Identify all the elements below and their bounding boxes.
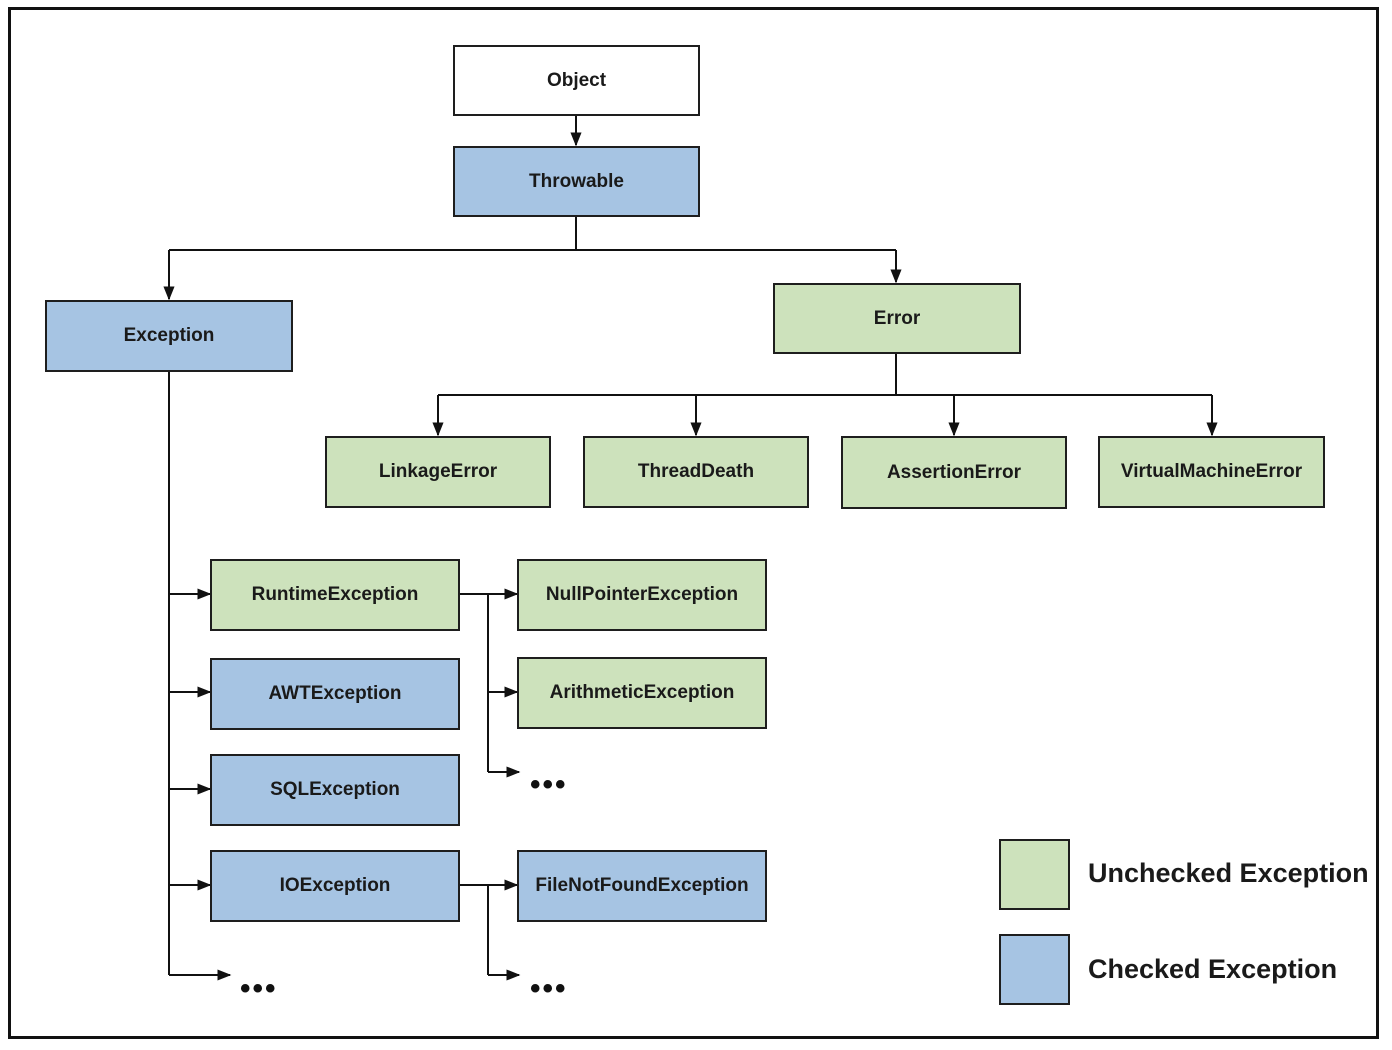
runtime-more-ellipsis: ••• <box>530 768 568 801</box>
node-exception: Exception <box>45 300 293 372</box>
legend-unchecked-label: Unchecked Exception <box>1088 858 1369 888</box>
node-assertion-error: AssertionError <box>841 436 1067 509</box>
exception-more-ellipsis: ••• <box>240 972 278 1005</box>
legend-checked-label: Checked Exception <box>1088 954 1338 984</box>
node-null-pointer-exception: NullPointerException <box>517 559 767 631</box>
node-throwable: Throwable <box>453 146 700 217</box>
node-linkage-error: LinkageError <box>325 436 551 508</box>
node-runtime-exception: RuntimeException <box>210 559 460 631</box>
node-virtual-machine-error: VirtualMachineError <box>1098 436 1325 508</box>
legend-unchecked-swatch <box>999 839 1070 910</box>
diagram-frame <box>8 7 1379 1039</box>
node-io-exception: IOException <box>210 850 460 922</box>
node-thread-death: ThreadDeath <box>583 436 809 508</box>
legend-checked-swatch <box>999 934 1070 1005</box>
node-arithmetic-exception: ArithmeticException <box>517 657 767 729</box>
node-awt-exception: AWTException <box>210 658 460 730</box>
node-error: Error <box>773 283 1021 354</box>
node-file-not-found-exception: FileNotFoundException <box>517 850 767 922</box>
io-more-ellipsis: ••• <box>530 972 568 1005</box>
node-sql-exception: SQLException <box>210 754 460 826</box>
node-object: Object <box>453 45 700 116</box>
